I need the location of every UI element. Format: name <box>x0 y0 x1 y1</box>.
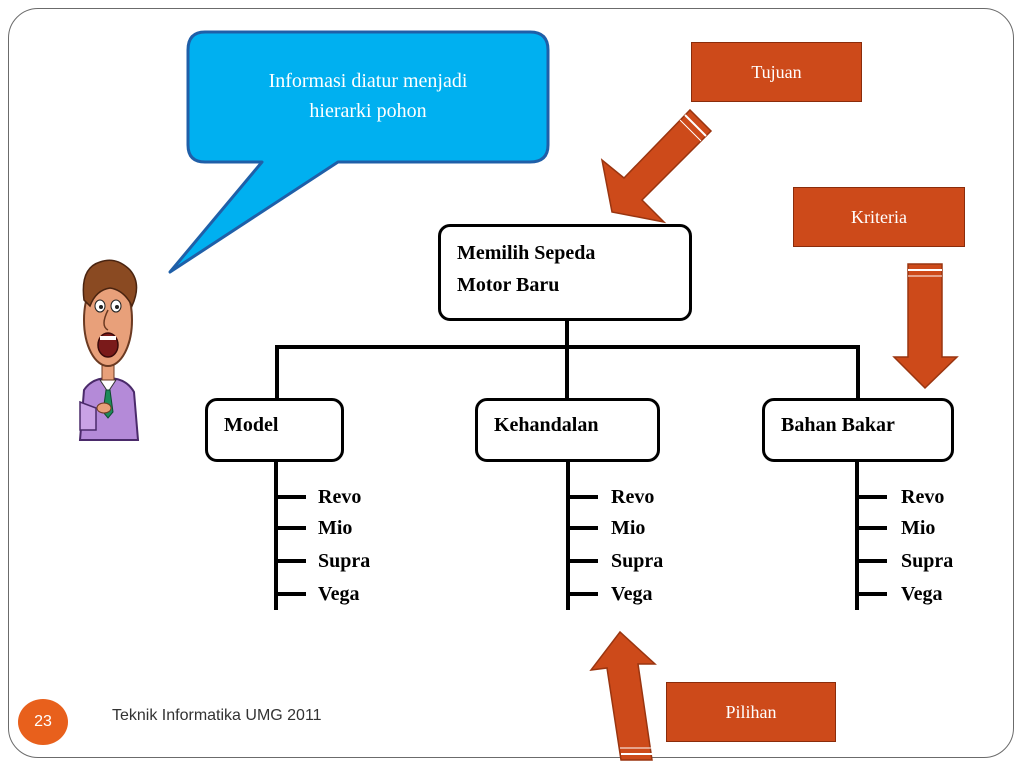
option-item: Vega <box>901 583 943 605</box>
root-node-line-2: Motor Baru <box>457 274 560 296</box>
option-item: Vega <box>611 583 653 605</box>
criteria-label: Kriteria <box>793 187 965 247</box>
option-item: Supra <box>611 550 664 572</box>
options-arrow-icon <box>589 630 657 761</box>
slide-frame <box>8 8 1014 758</box>
page-number-badge: 23 <box>18 699 68 745</box>
criteria-arrow-icon <box>892 263 959 390</box>
root-node: Memilih Sepeda Motor Baru <box>438 224 692 321</box>
goal-label-text: Tujuan <box>751 62 802 82</box>
option-item: Mio <box>901 517 936 539</box>
tree-connectors <box>274 318 887 610</box>
options-label: Pilihan <box>666 682 836 742</box>
callout-text: Informasi diatur menjadi hierarki pohon <box>208 66 528 126</box>
criteria-node-model: Model <box>205 398 344 462</box>
criteria-node-label: Model <box>224 414 279 436</box>
options-label-text: Pilihan <box>725 702 777 722</box>
callout-line-1: Informasi diatur menjadi <box>268 70 468 92</box>
criteria-label-text: Kriteria <box>851 207 907 227</box>
option-item: Revo <box>901 486 945 508</box>
option-item: Supra <box>318 550 371 572</box>
criteria-node-label: Bahan Bakar <box>781 414 895 436</box>
speech-callout-shape <box>168 30 550 274</box>
criteria-node-kehandalan: Kehandalan <box>475 398 660 462</box>
goal-label: Tujuan <box>691 42 862 102</box>
criteria-node-bahan-bakar: Bahan Bakar <box>762 398 954 462</box>
option-item: Revo <box>318 486 362 508</box>
callout-line-2: hierarki pohon <box>309 100 427 122</box>
footer-text: Teknik Informatika UMG 2011 <box>112 707 322 724</box>
criteria-node-label: Kehandalan <box>494 414 599 436</box>
option-item: Supra <box>901 550 954 572</box>
option-item: Revo <box>611 486 655 508</box>
root-node-line-1: Memilih Sepeda <box>457 242 596 264</box>
option-item: Mio <box>611 517 646 539</box>
option-item: Mio <box>318 517 353 539</box>
option-item: Vega <box>318 583 360 605</box>
goal-arrow-icon <box>600 108 713 224</box>
presenter-cartoon-icon <box>78 259 140 441</box>
